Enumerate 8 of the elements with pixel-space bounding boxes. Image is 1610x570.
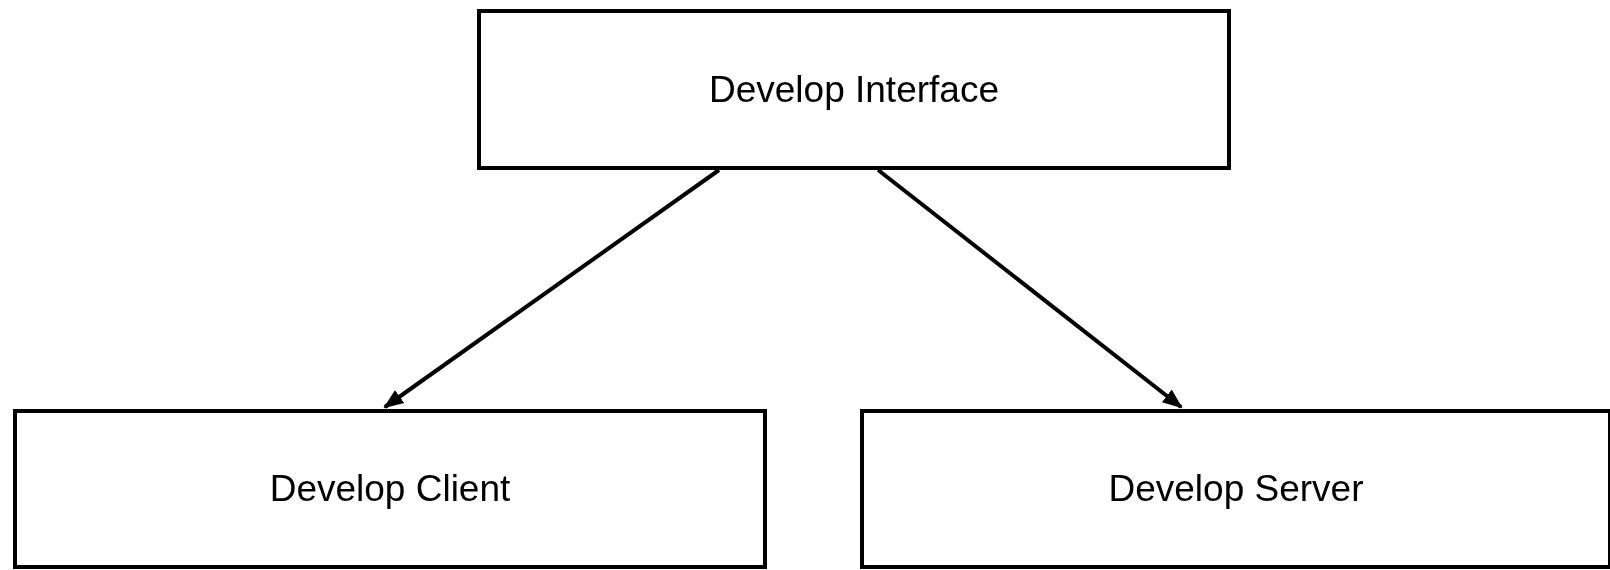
arrow	[876, 168, 1183, 409]
process-box	[477, 9, 1231, 170]
process-box	[13, 409, 767, 569]
process-box	[860, 409, 1610, 569]
arrow	[383, 168, 721, 409]
box-label: Develop Server	[1108, 468, 1364, 510]
box-label: Develop Interface	[709, 68, 999, 111]
box-label: Develop Client	[269, 468, 511, 510]
